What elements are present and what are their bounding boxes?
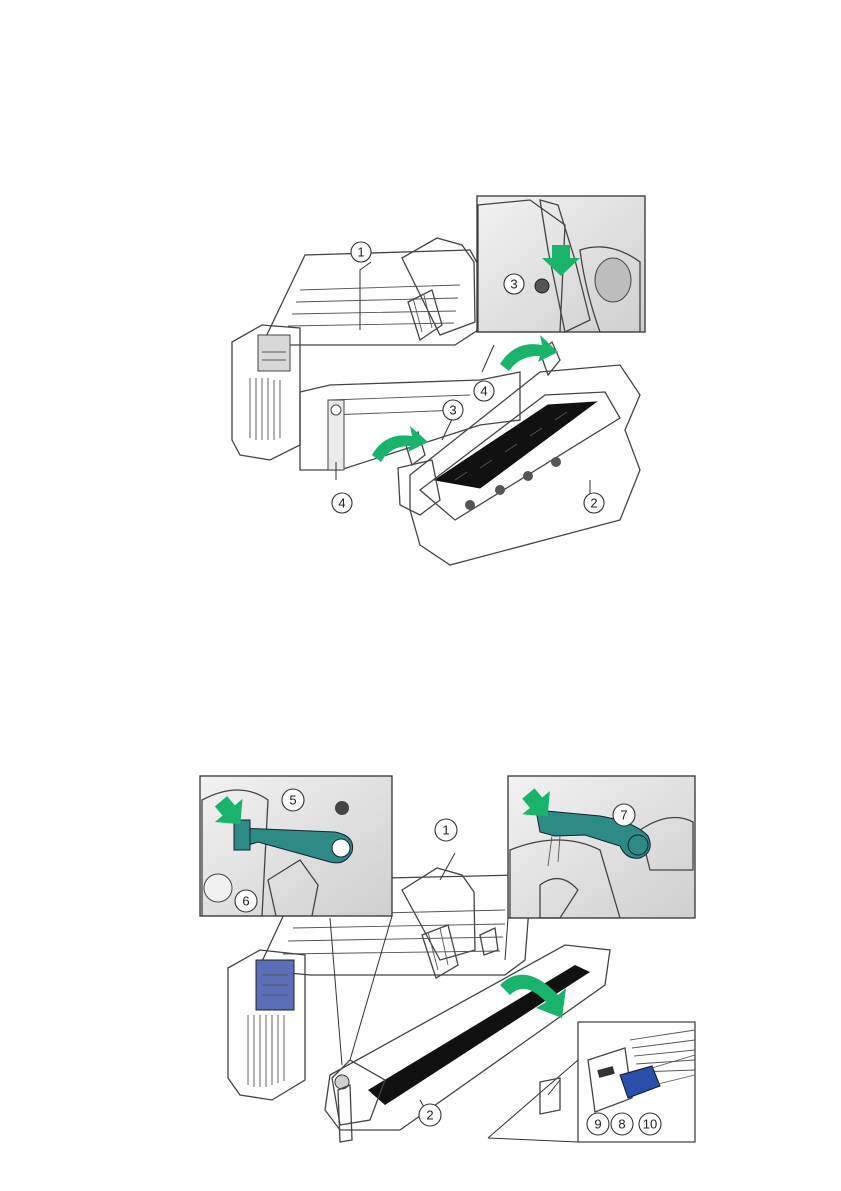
green-curved-arrow xyxy=(500,335,558,371)
callout-lever-left: 5 xyxy=(282,789,304,811)
callout-printer-bottom: 1 xyxy=(435,819,457,841)
callout-connector-plug: 8 xyxy=(611,1113,633,1135)
callout-pin-inset: 3 xyxy=(504,274,524,294)
callout-hook-right: 4 xyxy=(474,381,494,401)
svg-text:2: 2 xyxy=(590,496,597,511)
svg-text:7: 7 xyxy=(620,808,627,823)
svg-text:3: 3 xyxy=(510,277,517,292)
svg-text:3: 3 xyxy=(449,403,456,418)
svg-text:5: 5 xyxy=(289,793,296,808)
callout-connector-socket: 9 xyxy=(587,1113,609,1135)
svg-text:8: 8 xyxy=(618,1117,625,1132)
figure-top xyxy=(232,196,645,565)
callout-tractor-unit-top: 2 xyxy=(584,493,604,513)
callout-pin: 3 xyxy=(443,400,463,420)
svg-text:6: 6 xyxy=(242,894,249,909)
svg-text:2: 2 xyxy=(426,1108,433,1123)
callout-printer-top: 1 xyxy=(351,242,371,262)
callout-latch-left: 6 xyxy=(235,890,257,912)
svg-text:1: 1 xyxy=(357,245,364,260)
connector-plug xyxy=(620,1066,660,1098)
callout-unit-bottom: 2 xyxy=(419,1104,441,1126)
inset-top xyxy=(477,196,645,332)
svg-text:9: 9 xyxy=(594,1117,601,1132)
control-panel-top xyxy=(258,335,290,371)
green-curved-arrow xyxy=(372,426,428,462)
callout-lever-right: 7 xyxy=(613,804,635,826)
callout-hook-left: 4 xyxy=(332,493,352,513)
callout-cable: 10 xyxy=(639,1113,661,1135)
tractor-unit-top xyxy=(398,342,640,565)
svg-text:4: 4 xyxy=(480,384,487,399)
svg-text:10: 10 xyxy=(643,1117,657,1132)
svg-text:1: 1 xyxy=(442,823,449,838)
inset-right xyxy=(508,776,695,918)
connector-socket xyxy=(597,1066,615,1078)
svg-text:4: 4 xyxy=(338,496,345,511)
